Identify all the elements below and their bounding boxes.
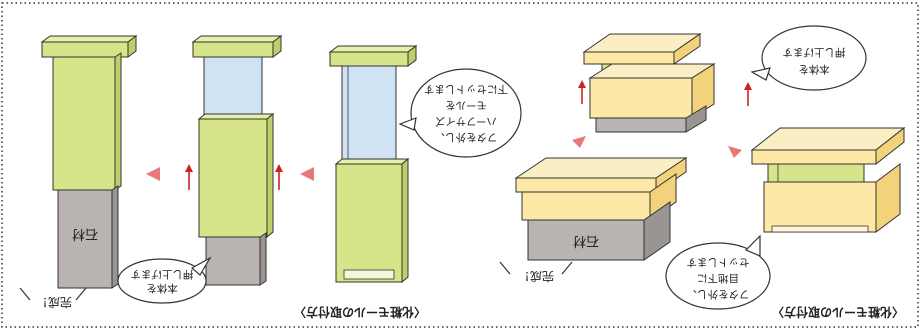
bubble-bottom-right-line1: フタを外し、 [687,288,750,300]
box-initial-mole-bottom-inner [771,225,869,233]
box-initial-green [767,163,865,183]
bubble-push-right-line1: 本体を [798,63,830,76]
stone-label-left: 石材 [72,226,98,241]
up-arrow-right-b [744,82,752,106]
done-text-right: 完成！ [518,269,554,284]
step-arrow-right-1 [572,136,586,148]
pillar-pushing-cap-top [191,35,283,43]
pillar-initial-glass [341,65,397,165]
done-text-left: 完成！ [36,295,72,310]
bubble-push-left-line2: 押し上げます [131,268,194,281]
up-arrow-right-a [578,80,586,104]
done-tick-left-1 [19,287,31,301]
right-panel-title: 〈化粧モールの取付方〉 [772,305,904,320]
bubble-top-left-line1: フタを外し、 [435,131,498,143]
box-finished-stone [527,219,645,261]
bubble-top-left-line2: ハーフサイズ [435,115,497,128]
box-initial-mole-side [875,163,901,233]
box-initial-mole [763,181,877,233]
pillar-finished-cap-top [40,35,138,43]
box-pushing-cap [583,51,675,65]
pillar-finished-mole [52,56,116,191]
pillar-initial-mole-side [401,157,409,284]
pillar-pushing-mole-side [266,112,274,239]
box-pushing-cap-side [673,33,701,65]
bubble-top-left: フタを外し、 ハーフサイズ モールを 下にセットします [398,68,522,158]
step-arrow-left-1 [146,167,160,181]
box-finished-mole [521,191,651,221]
box-initial [750,126,906,233]
up-arrow-left-b [275,164,283,190]
box-finished-stone-side [643,201,671,261]
step-arrow-right-2 [728,146,742,158]
bubble-push-left: 本体を 押し上げます [117,256,212,304]
left-panel-title: 〈化粧モールの取付方〉 [294,305,426,320]
done-tick-right-2 [561,261,573,275]
box-pushing-mole [589,77,693,119]
stone-label-right: 石材 [573,233,599,248]
bubble-push-right: 本体を 押し上げます [750,25,867,91]
bubble-bottom-right-tail [744,234,761,257]
pillar-initial-mole-bottom-inner [343,269,395,280]
pillar-pushing-glass [203,56,263,120]
bubble-bottom-right-line3: セットします [687,256,750,268]
pillar-finished-stone [57,189,113,289]
up-arrow-left-a [185,164,193,190]
pillar-finished-stone-side [111,185,119,289]
pillar-finished-mole-side [114,52,122,191]
box-initial-cap-side [875,126,905,166]
pillar-initial-mole-top [334,158,410,165]
done-tick-right-1 [499,261,511,275]
pillar-initial [328,45,418,284]
box-pushing-stone [595,117,687,133]
done-tick-left-2 [75,287,87,301]
pillar-pushing-cap [192,41,274,58]
box-finished-mole-side [649,173,677,221]
pillar-pushing-stone [205,236,261,286]
pillar-finished-cap-side [127,35,137,58]
box-initial-cap [751,149,877,165]
pillar-pushing [191,35,283,286]
bubble-bottom-right-shape [665,242,771,310]
bubble-top-left-line3: モールを [445,99,487,111]
bubble-top-left-shape [410,68,522,158]
box-pushing-stone-side [685,105,707,133]
done-label-left: 完成！ [19,287,87,310]
step-arrow-left-2 [300,167,314,181]
pillar-pushing-stone-side [259,232,267,286]
bubble-push-left-shape [117,258,207,304]
pillar-initial-cap-side [407,45,417,67]
bubble-top-left-line4: 下にセットします [424,83,508,95]
pillar-initial-mole [335,163,403,283]
pillar-initial-cap-top [328,45,418,53]
pillar-initial-cap [329,51,409,67]
pillar-finished-cap [41,41,129,58]
pillar-pushing-mole [198,118,268,238]
bubble-push-left-line1: 本体を [146,282,178,295]
pillar-pushing-cap-side [272,35,282,58]
bubble-push-right-line2: 押し上げます [783,46,846,59]
bubble-bottom-right: フタを外し、 目地下に セットします [665,234,771,310]
box-finished-cap [515,177,657,193]
pillar-finished: 石材 [40,35,138,289]
box-pushing-mole-side [691,63,715,119]
bubble-bottom-right-line2: 目地下に [697,272,739,285]
box-finished: 石材 [514,157,688,261]
done-label-right: 完成！ [499,261,573,284]
box-pushing [582,33,716,133]
bubble-push-left-tail [190,256,212,276]
pillar-pushing-mole-top [197,113,275,120]
bubble-push-right-tail [750,67,771,81]
bubble-top-left-tail [398,117,417,131]
bubble-push-right-shape [761,25,867,91]
